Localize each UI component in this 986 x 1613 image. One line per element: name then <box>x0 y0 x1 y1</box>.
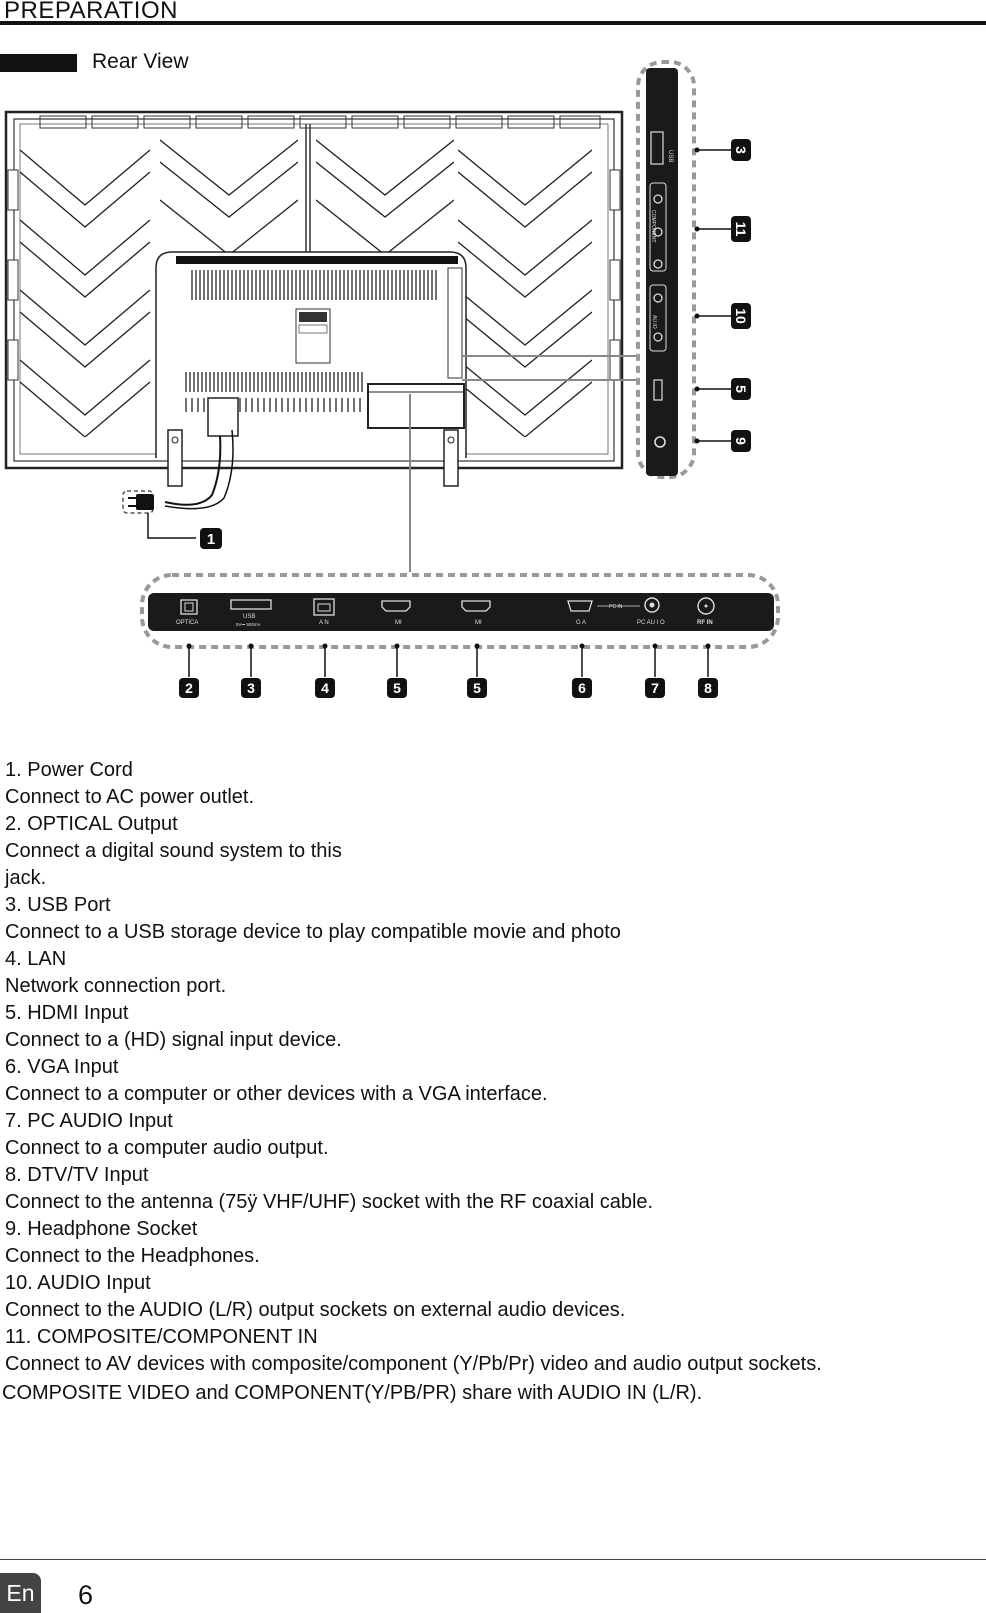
center-recess <box>155 251 467 487</box>
svg-text:5: 5 <box>393 680 401 696</box>
callout-10: 10 <box>731 303 751 329</box>
port-descriptions: 1. Power Cord Connect to AC power outlet… <box>2 757 980 1407</box>
svg-text:PC IN: PC IN <box>609 604 623 610</box>
svg-text:3: 3 <box>247 680 255 696</box>
svg-text:4: 4 <box>321 680 329 696</box>
desc-heading: 8. DTV/TV Input <box>5 1164 149 1186</box>
desc-text: Connect to AV devices with composite/com… <box>5 1353 822 1375</box>
desc-heading: 7. PC AUDIO Input <box>5 1110 173 1132</box>
svg-text:MI: MI <box>475 620 482 626</box>
page-title: PREPARATION <box>4 0 178 24</box>
power-plug-icon <box>122 490 196 539</box>
svg-text:9: 9 <box>733 437 749 445</box>
language-badge: En <box>0 1573 41 1613</box>
bottom-connector-panel: OPTICA USB 5V⎓ 500mA A N MI MI G A PC IN… <box>140 573 780 649</box>
desc-text: Connect to a computer audio output. <box>5 1137 329 1159</box>
svg-text:USB: USB <box>667 150 673 162</box>
desc-text: Connect to the antenna (75ÿ VHF/UHF) soc… <box>5 1191 654 1213</box>
desc-text: Connect to a USB storage device to play … <box>5 921 621 943</box>
leader-lines <box>409 355 640 572</box>
svg-text:COMPONENT: COMPONENT <box>650 210 656 243</box>
desc-text: Connect to the Headphones. <box>5 1245 260 1267</box>
section-marker <box>0 54 77 72</box>
callout-11: 11 <box>731 216 751 242</box>
chevron-pattern <box>20 139 592 437</box>
svg-text:11: 11 <box>733 222 749 237</box>
svg-text:7: 7 <box>651 680 659 696</box>
svg-text:6: 6 <box>578 680 586 696</box>
bottom-callouts: 2 3 4 5 5 6 7 8 <box>179 643 718 698</box>
svg-text:10: 10 <box>733 308 749 324</box>
svg-text:MI: MI <box>395 620 402 626</box>
callout-6: 6 <box>572 678 592 698</box>
svg-text:2: 2 <box>185 680 193 696</box>
hdmi-port-icon <box>461 600 491 612</box>
desc-heading: 6. VGA Input <box>5 1056 119 1078</box>
svg-text:A N: A N <box>319 620 329 626</box>
optical-port-icon <box>180 599 198 615</box>
section-title: Rear View <box>92 50 189 73</box>
footer-rule <box>0 1559 986 1560</box>
callout-8: 8 <box>698 678 718 698</box>
desc-heading: 11. COMPOSITE/COMPONENT IN <box>5 1326 318 1348</box>
callout-5: 5 <box>387 678 407 698</box>
svg-text:8: 8 <box>704 680 712 696</box>
vga-port-icon <box>567 600 593 612</box>
header-rule <box>0 21 986 25</box>
svg-text:PC AU I O: PC AU I O <box>637 620 665 626</box>
desc-text: Connect to a computer or other devices w… <box>5 1083 548 1105</box>
desc-note: COMPOSITE VIDEO and COMPONENT(Y/PB/PR) s… <box>2 1382 703 1404</box>
svg-text:RF IN: RF IN <box>697 620 713 626</box>
svg-text:OPTICA: OPTICA <box>176 620 198 626</box>
rear-view-diagram: 1 USB COMPONENT AU IO <box>4 60 780 698</box>
callout-7: 7 <box>645 678 665 698</box>
callout-4: 4 <box>315 678 335 698</box>
desc-heading: 4. LAN <box>5 948 67 970</box>
svg-text:5: 5 <box>473 680 481 696</box>
headphone-icon <box>654 436 666 448</box>
desc-text: Connect to AC power outlet. <box>5 786 255 808</box>
side-connector-panel: USB COMPONENT AU IO <box>636 60 696 479</box>
desc-text: Network connection port. <box>5 975 227 997</box>
power-cord <box>164 429 234 510</box>
svg-text:1: 1 <box>207 531 215 548</box>
rf-port-icon <box>697 597 715 615</box>
pc-audio-port-icon <box>644 597 660 613</box>
desc-heading: 10. AUDIO Input <box>5 1272 151 1294</box>
side-usb-port-icon <box>650 131 664 165</box>
lan-port-icon <box>313 598 335 616</box>
page-number: 6 <box>78 1580 94 1610</box>
callout-3: 3 <box>241 678 261 698</box>
desc-text: jack. <box>5 867 47 889</box>
desc-heading: 2. OPTICAL Output <box>5 813 178 835</box>
desc-text: Connect to the AUDIO (L/R) output socket… <box>5 1299 626 1321</box>
hdmi-port-icon <box>381 600 411 612</box>
callout-2: 2 <box>179 678 199 698</box>
svg-text:5V⎓ 500mA: 5V⎓ 500mA <box>236 622 261 627</box>
desc-text: Connect a digital sound system to this <box>5 840 342 862</box>
callout-1: 1 <box>200 528 222 549</box>
desc-text: Connect to a (HD) signal input device. <box>5 1029 342 1051</box>
svg-text:G A: G A <box>576 620 586 626</box>
desc-heading: 3. USB Port <box>5 894 111 916</box>
desc-heading: 5. HDMI Input <box>5 1002 129 1024</box>
side-callouts: 3 11 10 5 9 <box>694 139 751 452</box>
usb-port-icon <box>230 599 272 610</box>
callout-9: 9 <box>731 430 751 452</box>
callout-3-side: 3 <box>731 139 751 161</box>
svg-text:3: 3 <box>733 146 749 154</box>
desc-heading: 9. Headphone Socket <box>5 1218 198 1240</box>
svg-text:5: 5 <box>733 385 749 393</box>
desc-heading: 1. Power Cord <box>5 759 133 781</box>
svg-text:AU IO: AU IO <box>651 315 657 329</box>
callout-5b: 5 <box>467 678 487 698</box>
callout-5-side: 5 <box>731 378 751 400</box>
svg-text:USB: USB <box>243 614 255 620</box>
